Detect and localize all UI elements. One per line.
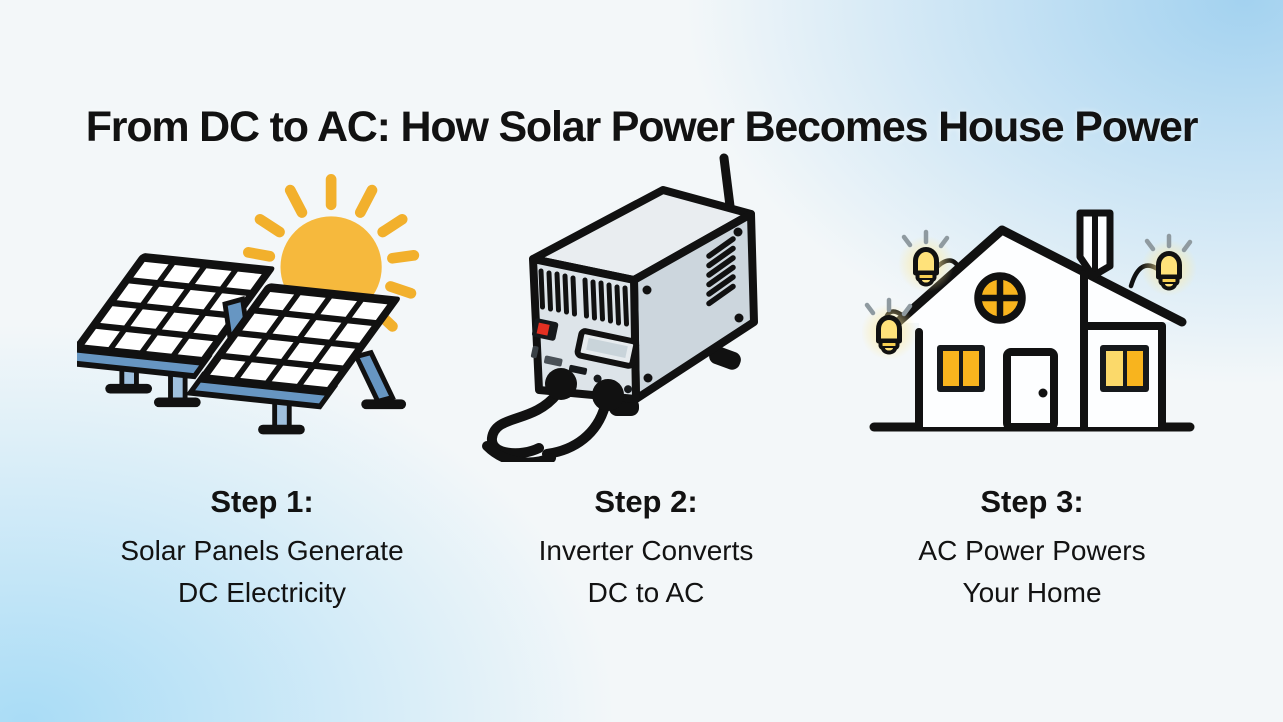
side-vents: [706, 236, 736, 307]
step-3-caption: Step 3: AC Power Powers Your Home: [862, 484, 1202, 614]
control-marks: [530, 345, 633, 394]
solar-panel-left: [77, 257, 271, 408]
front-vents: [538, 268, 629, 327]
power-led: [531, 318, 559, 341]
front-door: [1003, 348, 1058, 431]
light-bulb-icon: [898, 232, 954, 292]
light-bulb-icon: [862, 300, 917, 360]
step-2-line-2: DC to AC: [587, 577, 705, 608]
step-1-heading: Step 1:: [210, 484, 314, 519]
step-3-heading: Step 3:: [980, 484, 1084, 519]
wing-window: [1100, 345, 1149, 392]
solar-panels-sun-icon: [77, 174, 420, 435]
solar-panel-right: [190, 287, 407, 435]
display-panel: [574, 328, 640, 369]
step-1-line-1: Solar Panels Generate: [120, 535, 404, 566]
ports: [545, 368, 624, 411]
step-1-line-2: DC Electricity: [177, 577, 346, 608]
chimney: [1076, 209, 1114, 280]
page-title: From DC to AC: How Solar Power Becomes H…: [85, 102, 1199, 151]
step-1-caption: Step 1: Solar Panels Generate DC Electri…: [77, 484, 447, 614]
round-window: [974, 272, 1026, 324]
step-2-caption: Step 2: Inverter Converts DC to AC: [481, 484, 811, 614]
step-3-line-2: Your Home: [962, 577, 1102, 608]
cables: [482, 389, 610, 462]
house-with-lights-icon: [862, 209, 1202, 432]
inverter-icon: [482, 153, 758, 462]
light-bulb-icon: [1141, 236, 1197, 296]
step-2-heading: Step 2:: [594, 484, 698, 519]
screws: [642, 227, 744, 383]
step-2-line-1: Inverter Converts: [538, 535, 754, 566]
left-window: [937, 345, 985, 392]
step-3-line-1: AC Power Powers: [918, 535, 1146, 566]
